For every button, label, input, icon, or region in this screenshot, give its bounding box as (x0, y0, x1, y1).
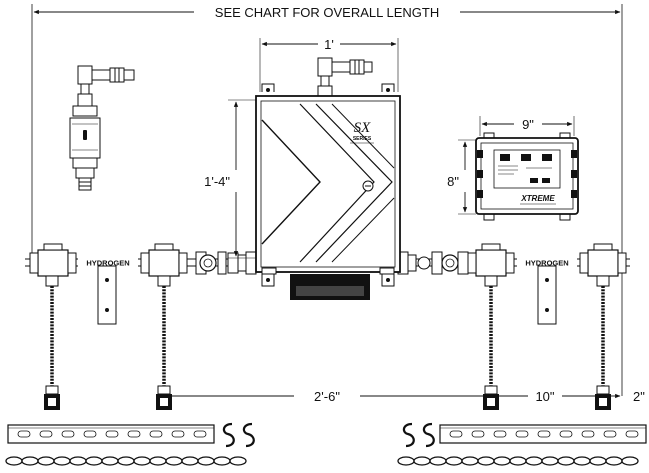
overall-length-label: SEE CHART FOR OVERALL LENGTH (215, 5, 439, 20)
s-hooks (222, 422, 435, 448)
header-label-right: HYDROGEN (525, 259, 568, 268)
cabinet-width-label: 1' (324, 37, 334, 52)
drop-offset-label: 2" (633, 389, 645, 404)
right-header: HYDROGEN (467, 243, 627, 325)
unistrut-right (439, 424, 647, 444)
cabinet-height-dimension: 1'-4" (204, 99, 256, 259)
overall-length-dimension: SEE CHART FOR OVERALL LENGTH (31, 4, 623, 396)
pipe-valves (195, 251, 469, 275)
cabinet-height-label: 1'-4" (204, 174, 230, 189)
drop-span-dimension: 2'-6" (165, 389, 490, 404)
header-label-left: HYDROGEN (86, 259, 129, 268)
cabinet-logo-mark: SX (354, 120, 372, 136)
regulator-left (69, 105, 101, 191)
manifold-cabinet: SX SERIES (255, 57, 401, 300)
drop-spacing-dimension: 10" (492, 389, 602, 404)
drop-span-label: 2'-6" (314, 389, 340, 404)
alarm-width-dimension: 9" (479, 116, 575, 136)
alarm-height-label: 8" (447, 174, 459, 189)
alarm-height-dimension: 8" (447, 139, 476, 215)
chain-left (5, 456, 247, 466)
alarm-logo: XTREME (520, 194, 555, 203)
alarm-unit: XTREME (475, 132, 579, 221)
cabinet-width-dimension: 1' (259, 37, 399, 92)
chain-right (397, 456, 639, 466)
left-header: HYDROGEN (29, 243, 188, 325)
pressure-transducer-left (77, 65, 135, 107)
drop-spacing-label: 10" (535, 389, 554, 404)
alarm-width-label: 9" (522, 117, 534, 132)
drop-offset-dimension: 2" (605, 389, 645, 404)
cabinet-logo-text: SERIES (353, 136, 372, 142)
unistrut-left (7, 424, 215, 444)
